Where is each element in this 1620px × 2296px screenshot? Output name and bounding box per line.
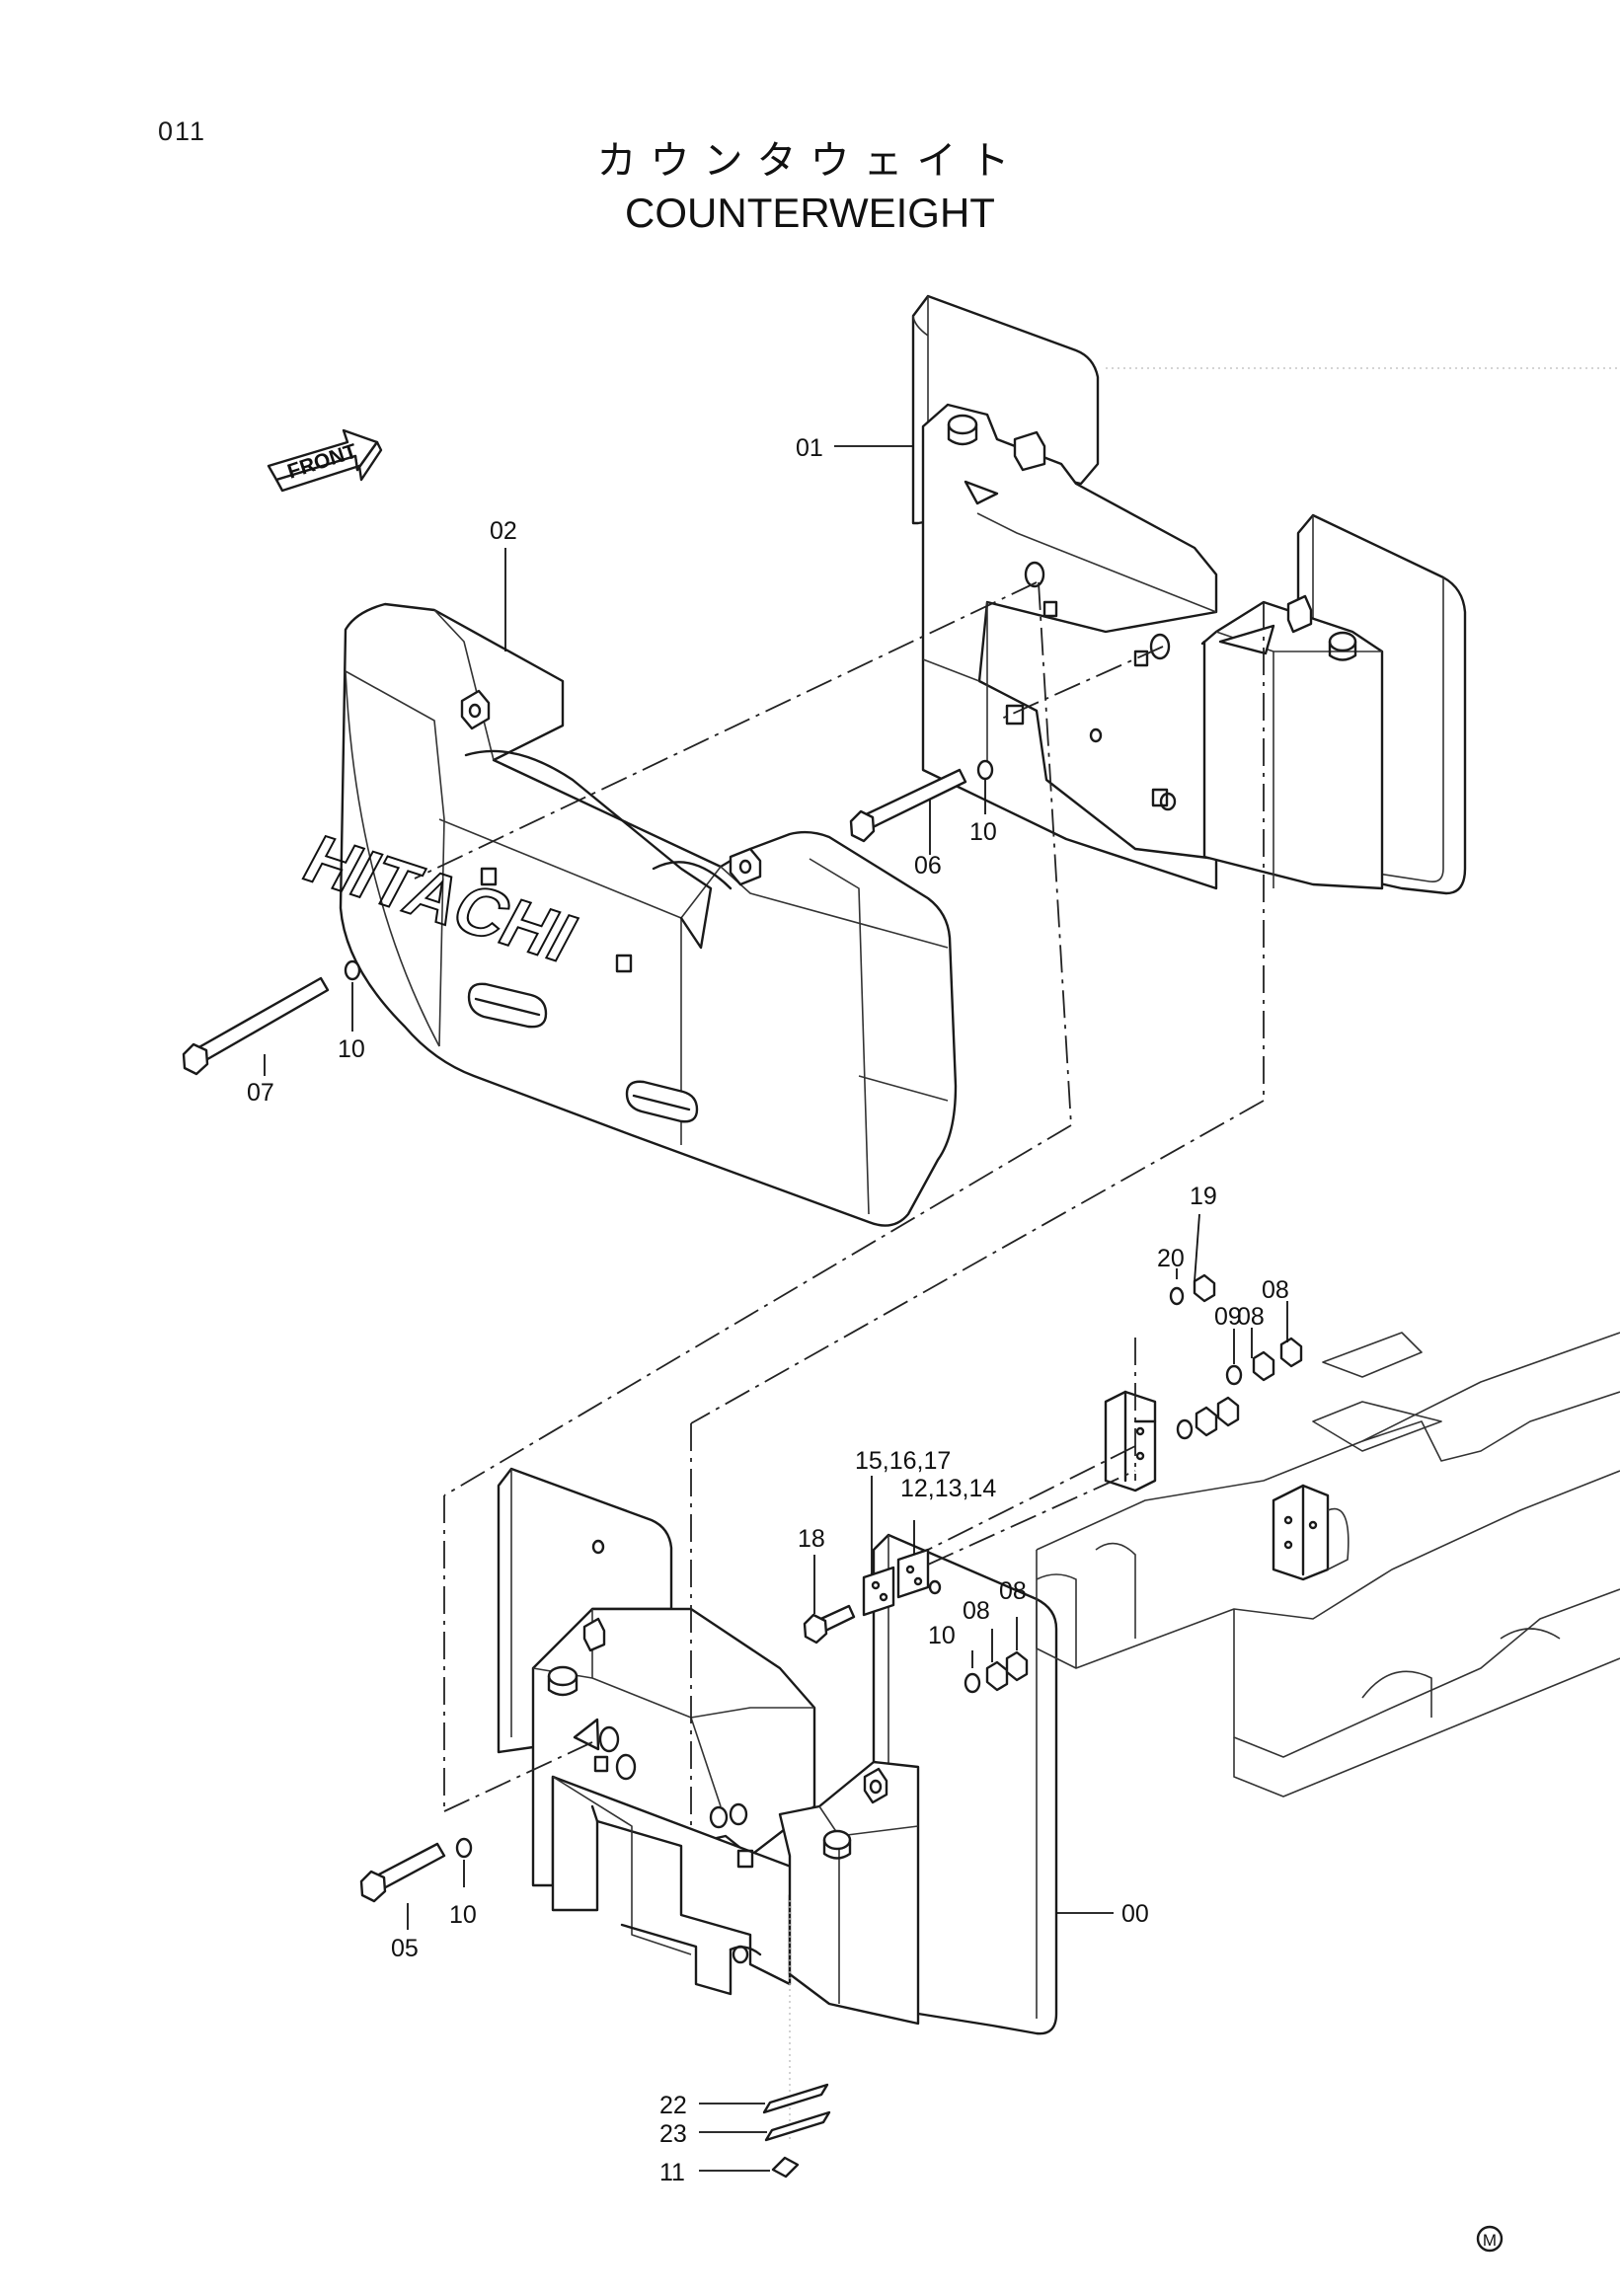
part-callouts: 01 02 06 10 07 10 20 19 08 08 09 15,16,1…: [247, 434, 1289, 2186]
leader-lines: [264, 445, 1288, 2172]
callout-19: 19: [1190, 1183, 1217, 1210]
part-00-counterweight-assembly: [497, 1467, 1058, 2035]
assembly-center-lines: [414, 581, 1265, 2142]
callout-06: 06: [914, 852, 942, 880]
nut-08-upper-a: [1252, 1350, 1275, 1382]
washer-10-upper: [976, 759, 994, 781]
callout-01: 01: [796, 434, 823, 462]
corner-m-mark: M: [1476, 2225, 1504, 2253]
plate-11: [771, 2156, 800, 2179]
callout-02: 02: [490, 517, 517, 545]
washer-20: [1169, 1286, 1185, 1306]
callout-12-13-14: 12,13,14: [900, 1475, 996, 1502]
title-english: COUNTERWEIGHT: [625, 190, 995, 236]
callout-10-lower: 10: [449, 1901, 477, 1929]
callout-22: 22: [659, 2092, 687, 2119]
callout-23: 23: [659, 2120, 687, 2148]
washer-10-left: [344, 959, 361, 981]
part-02-counterweight-body: HITACHI: [290, 602, 958, 1227]
callout-18: 18: [798, 1525, 825, 1553]
bolt-06: [849, 768, 967, 843]
washer-10-lower: [455, 1837, 473, 1859]
corner-mark-text: M: [1483, 2231, 1497, 2250]
plate-22: [762, 2083, 829, 2114]
callout-00: 00: [1121, 1900, 1149, 1928]
nut-08-upper-b: [1279, 1337, 1303, 1368]
front-direction-arrow: FRONT: [267, 428, 383, 493]
shim-12-13-14: [896, 1548, 930, 1599]
washer-10-center: [964, 1672, 981, 1694]
callout-07: 07: [247, 1079, 274, 1107]
callout-15-16-17: 15,16,17: [855, 1447, 951, 1475]
callout-10-center: 10: [928, 1622, 956, 1649]
callout-08-center-b: 08: [999, 1577, 1027, 1605]
callout-08-center-a: 08: [963, 1597, 990, 1625]
hardware-parts: [182, 759, 1303, 2179]
part-01-counterweight-frame: [911, 294, 1467, 895]
title-japanese: カウンタウェイト: [596, 138, 1024, 184]
callout-05: 05: [391, 1935, 419, 1962]
bolt-18: [803, 1604, 856, 1645]
callout-20: 20: [1157, 1245, 1185, 1272]
nut-08-center-a: [985, 1660, 1009, 1692]
page-code: 011: [158, 116, 207, 146]
callout-08-upper-b: 08: [1262, 1276, 1289, 1304]
plate-23: [764, 2110, 831, 2142]
bolt-07: [182, 976, 330, 1076]
nut-19: [1193, 1273, 1216, 1303]
callout-10-upper: 10: [969, 818, 997, 846]
shim-15-16-17: [862, 1566, 895, 1617]
bolt-05: [359, 1842, 446, 1903]
callout-11: 11: [659, 2159, 685, 2186]
nut-08-center-b: [1005, 1650, 1029, 1682]
washer-09: [1225, 1364, 1243, 1386]
callout-10-left: 10: [338, 1035, 365, 1063]
callout-09: 09: [1214, 1303, 1242, 1331]
machine-frame: [1036, 1332, 1620, 1798]
callout-08-upper-a: 08: [1237, 1303, 1265, 1331]
